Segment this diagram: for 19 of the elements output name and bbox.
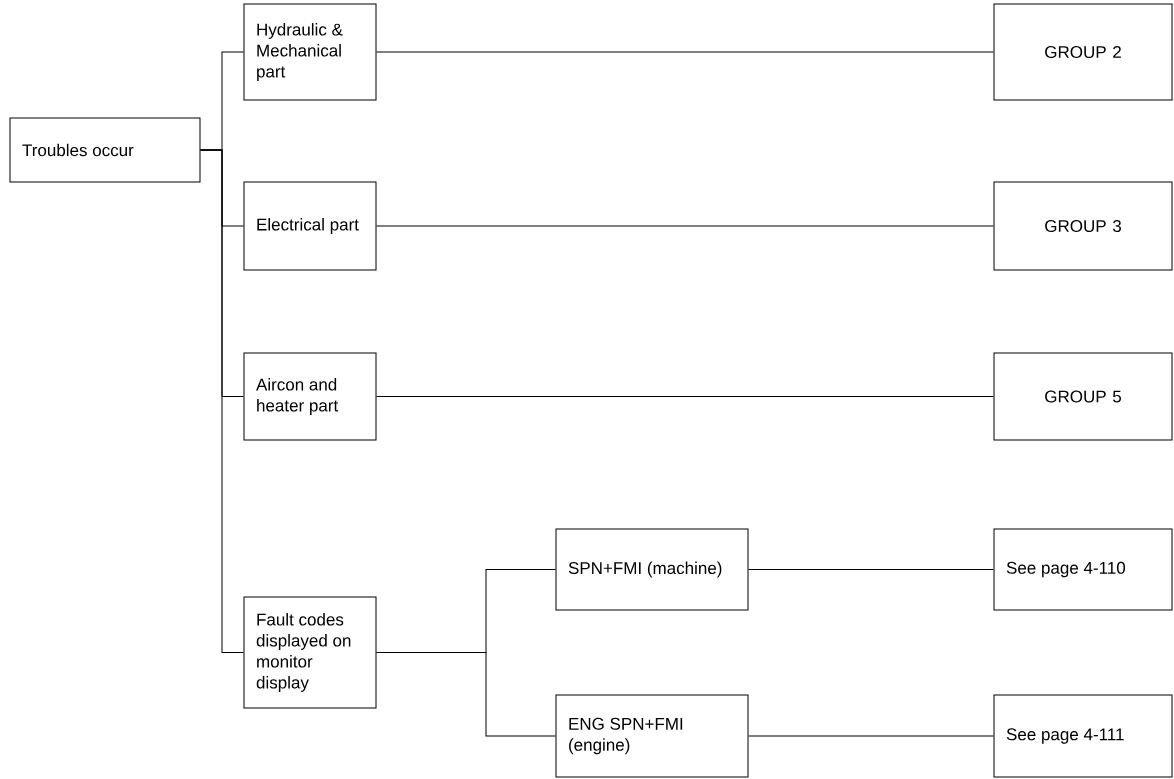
process-box: Hydraulic & Mechanical part (243, 3, 377, 101)
connector-line (376, 225, 994, 227)
process-box: See page 4-111 (993, 694, 1173, 778)
connector-line (748, 569, 994, 570)
group-box: GROUP 2 (993, 3, 1173, 101)
process-box: SPN+FMI (machine) (555, 528, 749, 611)
process-box: Aircon and heater part (243, 352, 377, 441)
process-box: Electrical part (243, 181, 377, 271)
connector-line (376, 51, 994, 53)
process-box: Fault codes displayed on monitor display (243, 596, 377, 709)
connector-line (376, 396, 994, 397)
group-box: GROUP 5 (993, 352, 1173, 441)
process-box: ENG SPN+FMI (engine) (555, 694, 749, 778)
connector-line (748, 735, 994, 737)
process-box: Troubles occur (9, 117, 201, 183)
group-box: GROUP 3 (993, 181, 1173, 271)
connector-line (376, 652, 556, 737)
process-box: See page 4-110 (993, 528, 1173, 611)
connector-line (200, 149, 244, 653)
